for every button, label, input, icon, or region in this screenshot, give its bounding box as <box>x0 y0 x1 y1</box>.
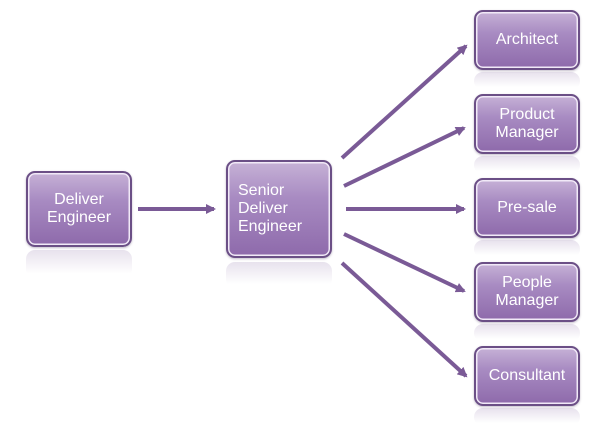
node-architect-label: Architect <box>495 31 559 48</box>
arrow-senior-to-consultant <box>340 261 468 378</box>
node-deliver-engineer-label: Deliver Engineer <box>46 191 112 226</box>
node-deliver-engineer: Deliver Engineer <box>26 171 132 247</box>
node-consultant-label: Consultant <box>488 367 566 384</box>
node-senior-deliver-engineer-label: Senior Deliver Engineer <box>238 182 303 235</box>
node-product-manager-label: Product Manager <box>495 106 559 141</box>
node-pre-sale: Pre-sale <box>474 178 580 238</box>
arrow-senior-to-product-manager <box>343 126 466 188</box>
node-pre-sale-label: Pre-sale <box>497 199 557 216</box>
arrow-senior-to-architect <box>340 44 468 160</box>
node-product-manager: Product Manager <box>474 94 580 154</box>
arrow-senior-to-people-manager <box>343 232 466 293</box>
node-people-manager-label: People Manager <box>495 274 559 309</box>
node-senior-deliver-engineer: Senior Deliver Engineer <box>226 160 332 258</box>
node-people-manager: People Manager <box>474 262 580 322</box>
node-architect: Architect <box>474 10 580 70</box>
node-consultant: Consultant <box>474 346 580 406</box>
